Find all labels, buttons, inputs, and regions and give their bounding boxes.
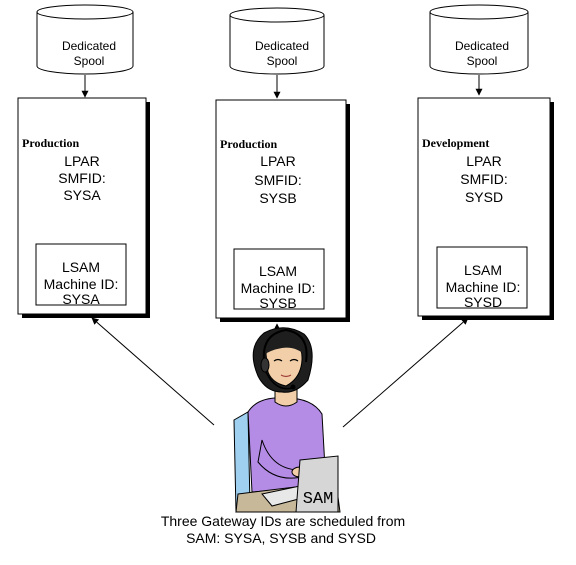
system-2: Dedicated Spool Production LPAR SMFID: S… bbox=[215, 7, 350, 322]
lsam-label-1: LSAM bbox=[62, 259, 100, 275]
arrow-to-system-1 bbox=[91, 317, 215, 426]
arrow-to-system-3 bbox=[342, 317, 469, 428]
lpar-label-2: LPAR bbox=[260, 153, 296, 169]
spool-label-line2: Spool bbox=[267, 54, 298, 68]
spool-cylinder-1: Dedicated Spool bbox=[36, 4, 134, 75]
environment-label-1: Production bbox=[22, 136, 79, 150]
sam-monitor: SAM bbox=[295, 455, 339, 513]
lpar-box-2: Production LPAR SMFID: SYSB LSAM Machine… bbox=[215, 99, 350, 322]
spool-label-line2: Spool bbox=[467, 54, 498, 68]
sam-screen-label: SAM bbox=[303, 490, 334, 509]
caption-line2: SAM: SYSA, SYSB and SYSD bbox=[186, 530, 376, 546]
spool-label-line2: Spool bbox=[74, 54, 105, 68]
smfid-label-2: SMFID: bbox=[254, 172, 301, 188]
spool-label-line1: Dedicated bbox=[62, 39, 116, 53]
machine-id-label-3: Machine ID: bbox=[446, 279, 521, 295]
spool-cylinder-2: Dedicated Spool bbox=[229, 7, 325, 75]
lpar-label-3: LPAR bbox=[466, 153, 502, 169]
smfid-value-1: SYSA bbox=[63, 187, 101, 203]
caption-line1: Three Gateway IDs are scheduled from bbox=[161, 513, 405, 529]
lsam-box-2: LSAM Machine ID: SYSB bbox=[233, 248, 325, 311]
machine-id-value-2: SYSB bbox=[259, 295, 296, 311]
system-3: Dedicated Spool Development LPAR SMFID: … bbox=[417, 4, 554, 320]
environment-label-3: Development bbox=[422, 136, 489, 150]
spool-label-line1: Dedicated bbox=[255, 39, 309, 53]
system-1: Dedicated Spool Production LPAR SMFID: S… bbox=[17, 4, 150, 318]
environment-label-2: Production bbox=[220, 137, 277, 151]
smfid-label-3: SMFID: bbox=[460, 171, 507, 187]
smfid-value-3: SYSD bbox=[465, 189, 503, 205]
smfid-value-2: SYSB bbox=[259, 190, 296, 206]
lsam-label-3: LSAM bbox=[464, 262, 502, 278]
machine-id-value-3: SYSD bbox=[464, 294, 502, 310]
machine-id-label-2: Machine ID: bbox=[241, 280, 316, 296]
spool-cylinder-3: Dedicated Spool bbox=[429, 4, 529, 75]
lpar-box-1: Production LPAR SMFID: SYSA LSAM Machine… bbox=[17, 97, 150, 318]
machine-id-value-1: SYSA bbox=[62, 291, 100, 307]
lsam-box-3: LSAM Machine ID: SYSD bbox=[436, 246, 528, 310]
lpar-box-3: Development LPAR SMFID: SYSD LSAM Machin… bbox=[417, 97, 554, 320]
lsam-label-2: LSAM bbox=[259, 263, 297, 279]
lsam-box-1: LSAM Machine ID: SYSA bbox=[35, 243, 127, 307]
smfid-label-1: SMFID: bbox=[58, 170, 105, 186]
spool-label-line1: Dedicated bbox=[455, 39, 509, 53]
lpar-label-1: LPAR bbox=[64, 153, 100, 169]
machine-id-label-1: Machine ID: bbox=[44, 276, 119, 292]
